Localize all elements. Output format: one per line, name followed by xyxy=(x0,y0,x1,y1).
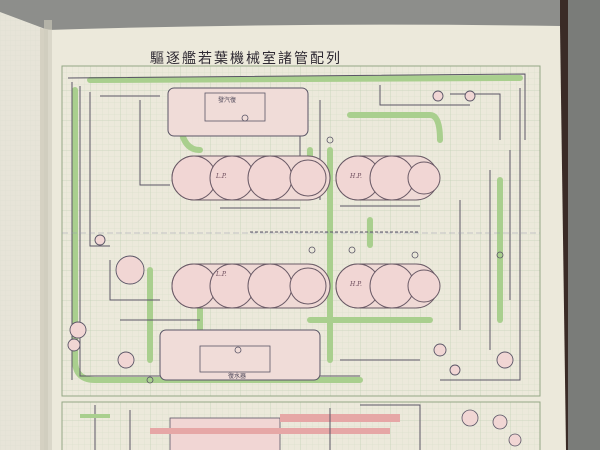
lower-turbine-group xyxy=(171,263,441,309)
upper-hp-label: H.P. xyxy=(349,173,362,180)
lower-condenser: 復水器 xyxy=(159,329,321,381)
document-title: 驅逐艦若葉機械室諸管配列 xyxy=(150,50,342,67)
right-page xyxy=(48,24,566,450)
upper-room-label: 發汽復 xyxy=(218,96,236,104)
upper-lp-label: L.P. xyxy=(215,173,227,180)
lower-room-label: 復水器 xyxy=(228,372,246,380)
bottom-drawing xyxy=(80,404,522,450)
valves xyxy=(146,114,504,384)
lower-lp-label: L.P. xyxy=(215,271,227,278)
upper-turbine-group xyxy=(171,155,441,201)
side-pumps xyxy=(67,90,514,376)
upper-condenser: 發汽復 xyxy=(167,87,309,137)
lower-hp-label: H.P. xyxy=(349,281,362,288)
